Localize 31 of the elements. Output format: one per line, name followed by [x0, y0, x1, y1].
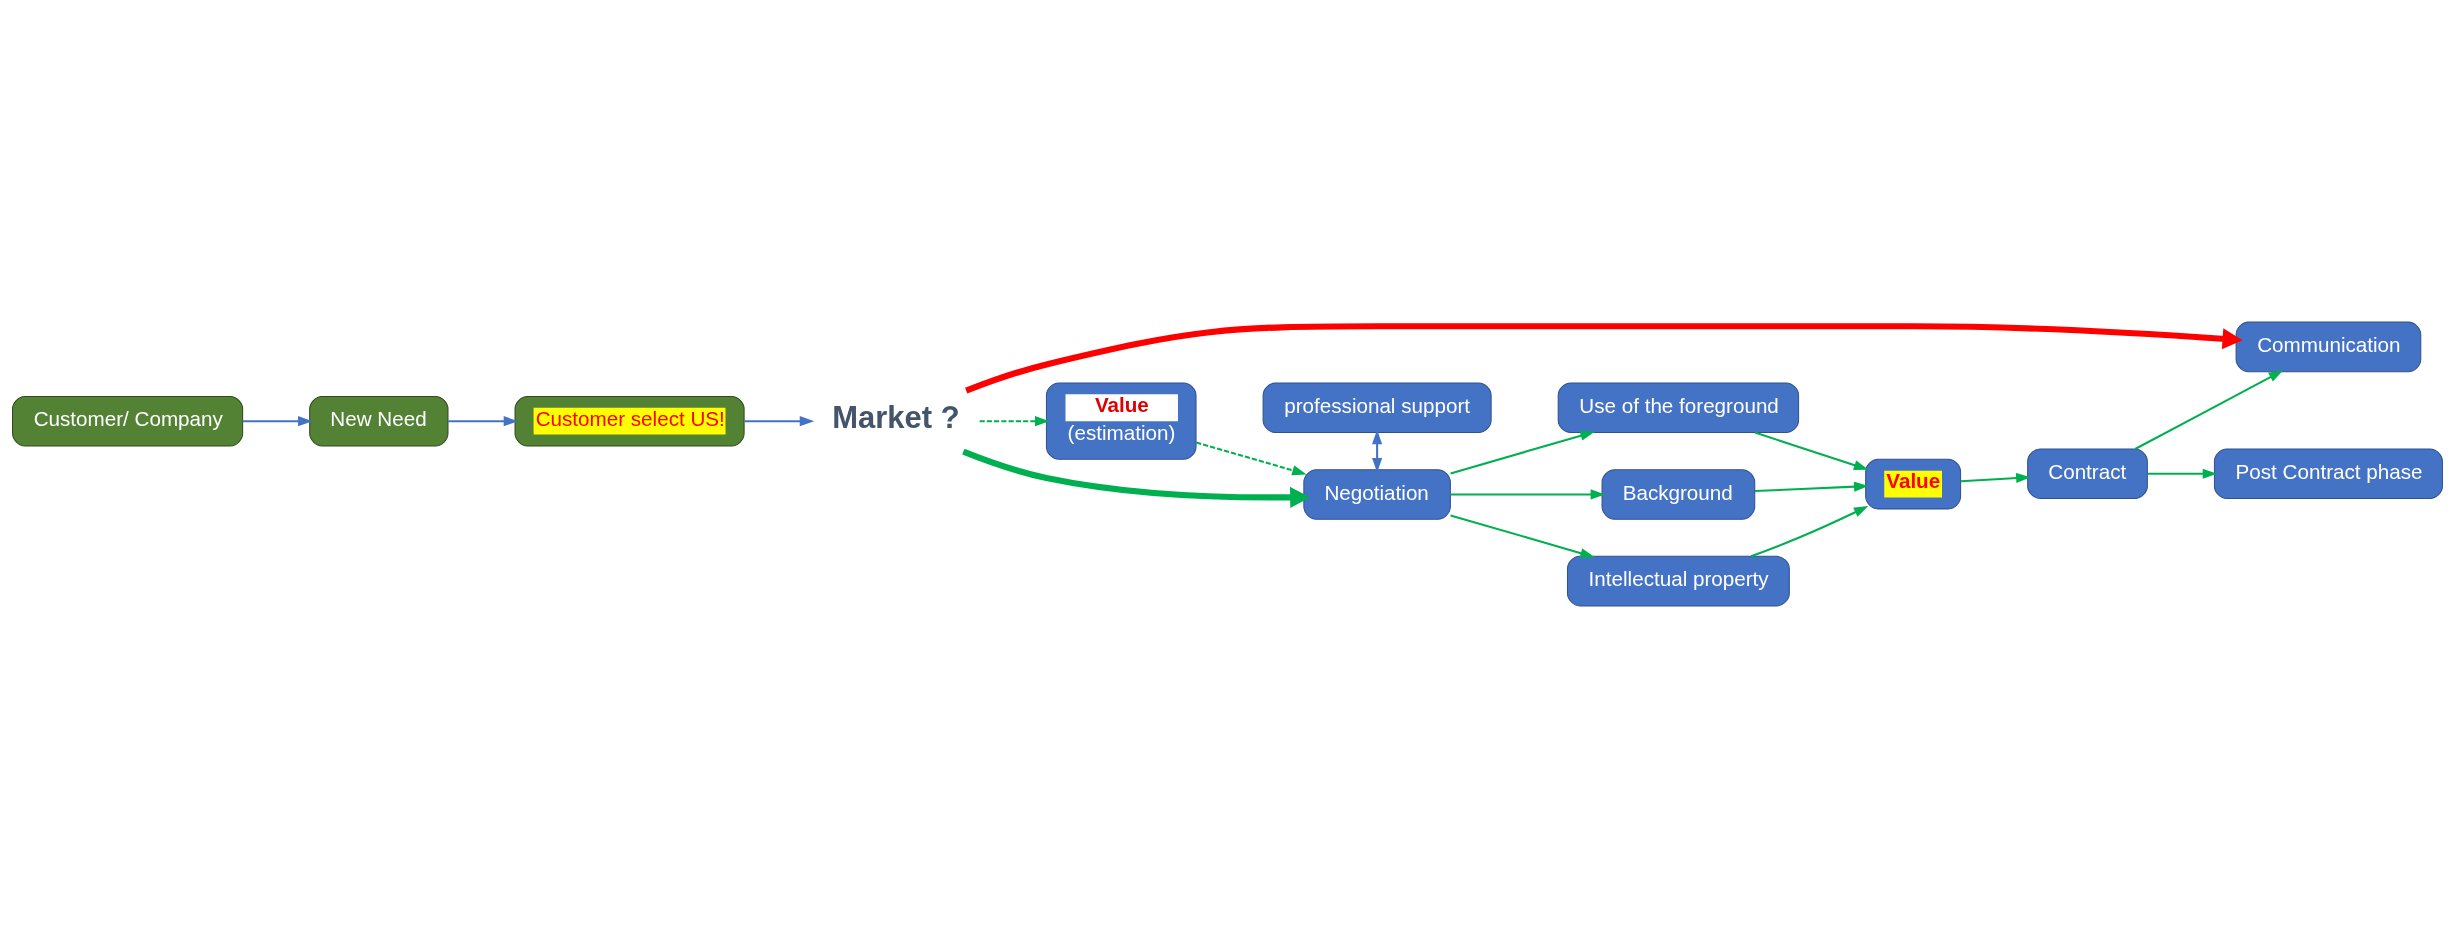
node-box: Background	[1601, 468, 1756, 520]
node-box: New Need	[309, 395, 449, 446]
node-box: Customer select US!	[514, 395, 745, 446]
node-text: Market ?	[832, 399, 960, 435]
arrow	[1450, 513, 1595, 558]
arrow	[744, 415, 815, 426]
node-box: Value	[1865, 458, 1962, 509]
arrow	[1450, 488, 1606, 499]
arrow	[1750, 505, 1869, 557]
arrow	[2147, 468, 2218, 479]
arrow	[1754, 481, 1869, 492]
arrow	[1754, 431, 1869, 470]
node-box: Contract	[2027, 448, 2148, 499]
node-box: Negotiation	[1303, 468, 1451, 520]
arrow	[448, 415, 519, 426]
node-box: Value (estimation)	[1045, 382, 1197, 460]
node-box: Customer/ Company	[12, 395, 244, 446]
node-box: Use of the foreground	[1557, 382, 1800, 433]
arrow	[1196, 441, 1307, 475]
arrow	[1450, 430, 1595, 474]
arrow	[2134, 369, 2284, 450]
node-box: professional support	[1262, 382, 1492, 433]
arrow	[979, 415, 1050, 426]
arrow	[965, 322, 2243, 394]
node-box: Post Contract phase	[2213, 448, 2443, 499]
arrow	[1372, 429, 1383, 472]
arrow	[962, 448, 1311, 508]
arrow	[242, 415, 313, 426]
node-box: Intellectual property	[1566, 555, 1790, 606]
arrow	[1960, 472, 2031, 483]
node-box: Communication	[2235, 321, 2422, 372]
